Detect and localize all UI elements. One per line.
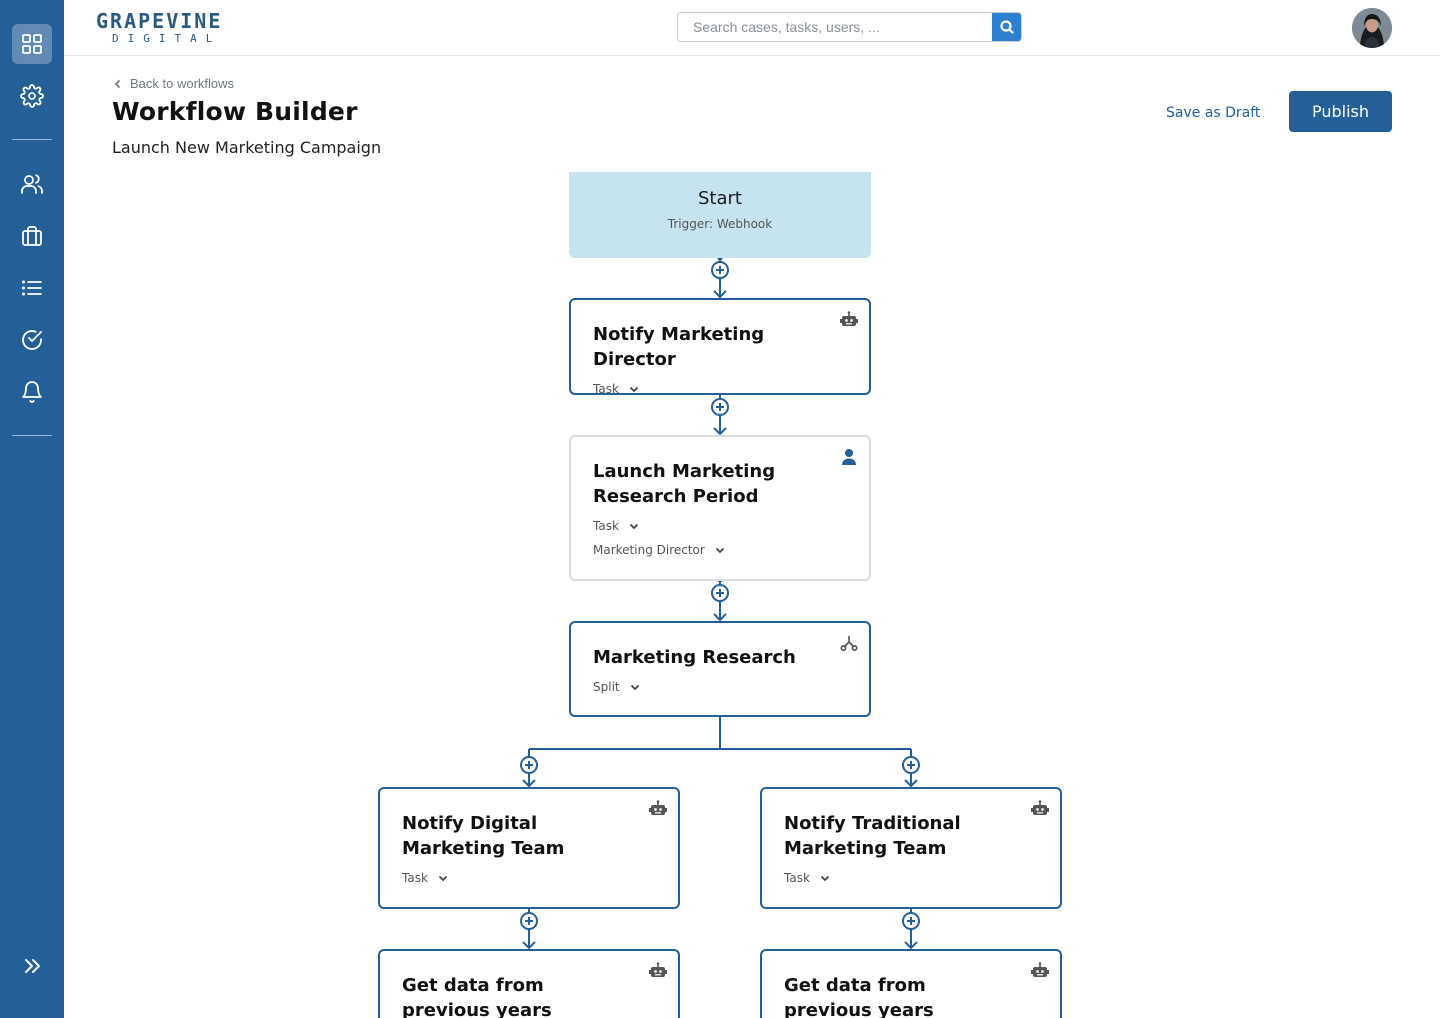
chevron-down-icon (630, 684, 639, 691)
node-title: Get data from previous years (402, 975, 552, 1018)
add-step-button[interactable] (711, 584, 729, 602)
search-button[interactable] (992, 13, 1021, 41)
workflow-node[interactable]: Notify Marketing Director Task (569, 298, 871, 398)
robot-icon (1030, 799, 1050, 819)
top-header: GRAPEVINE DIGITAL (64, 0, 1440, 56)
robot-icon (648, 961, 668, 981)
start-node[interactable]: Start Trigger: Webhook (569, 172, 871, 258)
plus-icon (716, 403, 724, 411)
add-step-button[interactable] (520, 756, 538, 774)
node-title: Notify Marketing Director (593, 324, 765, 370)
sidebar-item-dashboard[interactable] (12, 24, 52, 64)
split-icon (839, 633, 859, 653)
node-type-label: Task (402, 871, 428, 885)
search-input[interactable] (678, 13, 992, 41)
users-icon (21, 174, 43, 194)
add-step-button[interactable] (711, 398, 729, 416)
sidebar-item-lists[interactable] (12, 268, 52, 308)
chevron-down-icon (715, 547, 724, 554)
workflow-node[interactable]: Launch Marketing Research Period Task Ma… (569, 435, 871, 581)
node-type-label: Task (593, 382, 619, 396)
person-icon (839, 447, 859, 467)
node-assignee-label: Marketing Director (593, 543, 705, 557)
start-node-title: Start (698, 188, 742, 209)
sidebar-item-users[interactable] (12, 164, 52, 204)
sidebar-item-notifications[interactable] (12, 372, 52, 412)
back-to-workflows-link[interactable]: Back to workflows (112, 76, 234, 91)
user-avatar[interactable] (1352, 8, 1392, 48)
robot-icon (1030, 961, 1050, 981)
sidebar-item-settings[interactable] (12, 76, 52, 116)
node-title: Notify Traditional Marketing Team (784, 813, 961, 859)
sidebar-expand-button[interactable] (20, 954, 44, 978)
workflow-node[interactable]: Marketing Research Split (569, 621, 871, 717)
plus-icon (907, 917, 915, 925)
publish-button[interactable]: Publish (1289, 91, 1392, 132)
brand-logo[interactable]: GRAPEVINE DIGITAL (96, 10, 226, 45)
node-title: Marketing Research (593, 647, 796, 668)
list-icon (22, 280, 42, 296)
node-type-dropdown[interactable]: Task (593, 380, 847, 398)
add-step-button[interactable] (520, 912, 538, 930)
double-chevron-right-icon (25, 959, 40, 973)
sidebar-item-tasks[interactable] (12, 320, 52, 360)
chevron-down-icon (438, 875, 448, 882)
start-node-trigger: Trigger: Webhook (667, 217, 773, 231)
plus-icon (716, 266, 724, 274)
briefcase-icon (22, 226, 42, 246)
avatar-portrait-icon (1352, 8, 1392, 48)
dashboard-icon (22, 34, 42, 54)
node-type-label: Task (784, 871, 810, 885)
chevron-down-icon (629, 386, 639, 393)
node-title: Launch Marketing Research Period (593, 461, 776, 507)
plus-icon (716, 589, 724, 597)
sidebar-item-cases[interactable] (12, 216, 52, 256)
node-title: Notify Digital Marketing Team (402, 813, 565, 859)
node-type-label: Split (593, 680, 620, 694)
chevron-left-icon (114, 79, 121, 88)
node-assignee-dropdown[interactable]: Marketing Director (593, 541, 847, 559)
bell-icon (22, 381, 42, 403)
plus-icon (525, 917, 533, 925)
node-title: Get data from previous years (784, 975, 934, 1018)
robot-icon (839, 310, 859, 330)
check-circle-icon (22, 330, 42, 350)
workflow-node[interactable]: Notify Digital Marketing Team Task (378, 787, 680, 909)
plus-icon (907, 761, 915, 769)
robot-icon (648, 799, 668, 819)
node-type-dropdown[interactable]: Task (593, 517, 847, 535)
workflow-node[interactable]: Get data from previous years (760, 949, 1062, 1018)
add-step-button[interactable] (902, 912, 920, 930)
sidebar (0, 0, 64, 1018)
search-bar (677, 12, 1022, 42)
workflow-node[interactable]: Notify Traditional Marketing Team Task (760, 787, 1062, 909)
save-as-draft-button[interactable]: Save as Draft (1166, 102, 1260, 124)
node-type-dropdown[interactable]: Split (593, 678, 847, 696)
workflow-name: Launch New Marketing Campaign (112, 138, 382, 157)
sidebar-divider (12, 435, 52, 436)
plus-icon (525, 761, 533, 769)
gear-icon (20, 84, 44, 108)
node-type-label: Task (593, 519, 619, 533)
sidebar-divider (12, 139, 52, 140)
brand-logo-line2: DIGITAL (112, 32, 222, 45)
back-link-label: Back to workflows (130, 76, 235, 91)
chevron-down-icon (820, 875, 830, 882)
chevron-down-icon (629, 523, 639, 530)
node-type-dropdown[interactable]: Task (402, 869, 656, 887)
add-step-button[interactable] (902, 756, 920, 774)
brand-logo-line1: GRAPEVINE (96, 9, 223, 33)
workflow-node[interactable]: Get data from previous years (378, 949, 680, 1018)
search-icon (1000, 20, 1014, 34)
node-type-dropdown[interactable]: Task (784, 869, 1038, 887)
add-step-button[interactable] (711, 261, 729, 279)
page-title: Workflow Builder (112, 97, 358, 126)
